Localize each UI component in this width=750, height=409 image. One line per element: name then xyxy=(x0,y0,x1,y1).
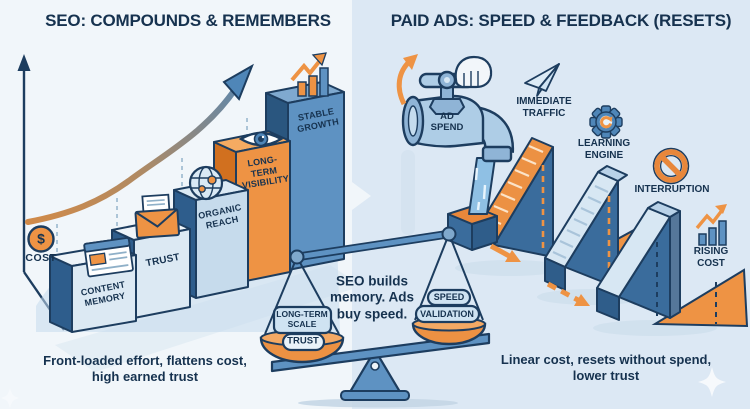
scale-quote: SEO builds memory. Ads buy speed. xyxy=(329,273,415,322)
hand-icon xyxy=(454,55,493,89)
divider-chevron xyxy=(352,182,371,210)
paid-ads-illustration xyxy=(396,54,749,336)
right-title: PAID ADS: SPEED & FEEDBACK (RESETS) xyxy=(390,10,732,30)
stage-label-immediate-traffic: IMMEDIATE TRAFFIC xyxy=(516,96,572,119)
dollar-symbol: $ xyxy=(37,230,45,247)
pill-long-term-scale: LONG-TERM SCALE xyxy=(276,309,328,329)
reset-arrow-1 xyxy=(489,243,521,262)
sparkle-icon-small xyxy=(1,388,19,408)
prohibition-icon xyxy=(652,147,690,185)
left-caption: Front-loaded effort, flattens cost, high… xyxy=(43,352,247,384)
turn-arrow-icon xyxy=(396,54,418,106)
pill-speed: SPEED xyxy=(433,291,465,302)
stage-label-rising-cost: RISING COST xyxy=(693,246,729,269)
gear-icon xyxy=(589,105,623,139)
paper-plane-icon xyxy=(524,63,560,97)
ramp-learning-engine xyxy=(544,165,628,291)
rising-chart-icon xyxy=(695,204,727,246)
dollar-coin-icon xyxy=(27,225,55,253)
stage-label-interruption: INTERRUPTION xyxy=(634,184,710,196)
envelope-icon xyxy=(134,193,180,239)
pill-trust: TRUST xyxy=(287,335,319,347)
right-pan xyxy=(411,288,487,346)
sparkle-icon xyxy=(698,367,726,397)
ad-spend-label: AD SPEND xyxy=(430,110,464,133)
growth-chart-icon xyxy=(290,52,329,97)
right-caption: Linear cost, resets without spend, lower… xyxy=(500,351,712,383)
eye-icon xyxy=(238,131,284,147)
water-stream xyxy=(468,157,496,215)
browser-window-icon xyxy=(83,237,134,278)
seo-chart xyxy=(17,52,362,372)
faucet xyxy=(396,54,515,235)
compounding-arrow xyxy=(25,63,254,225)
ramp-rising-cost xyxy=(596,201,717,324)
reset-arrow-2 xyxy=(546,281,590,306)
left-pan xyxy=(259,305,345,364)
left-title: SEO: COMPOUNDS & REMEMBERS xyxy=(45,10,331,30)
stage-label-learning-engine: LEARNING ENGINE xyxy=(577,138,631,161)
cost-label: COST xyxy=(25,251,57,264)
pill-validation: VALIDATION xyxy=(420,308,474,319)
globe-icon xyxy=(188,165,224,201)
balance-scale xyxy=(259,226,491,408)
